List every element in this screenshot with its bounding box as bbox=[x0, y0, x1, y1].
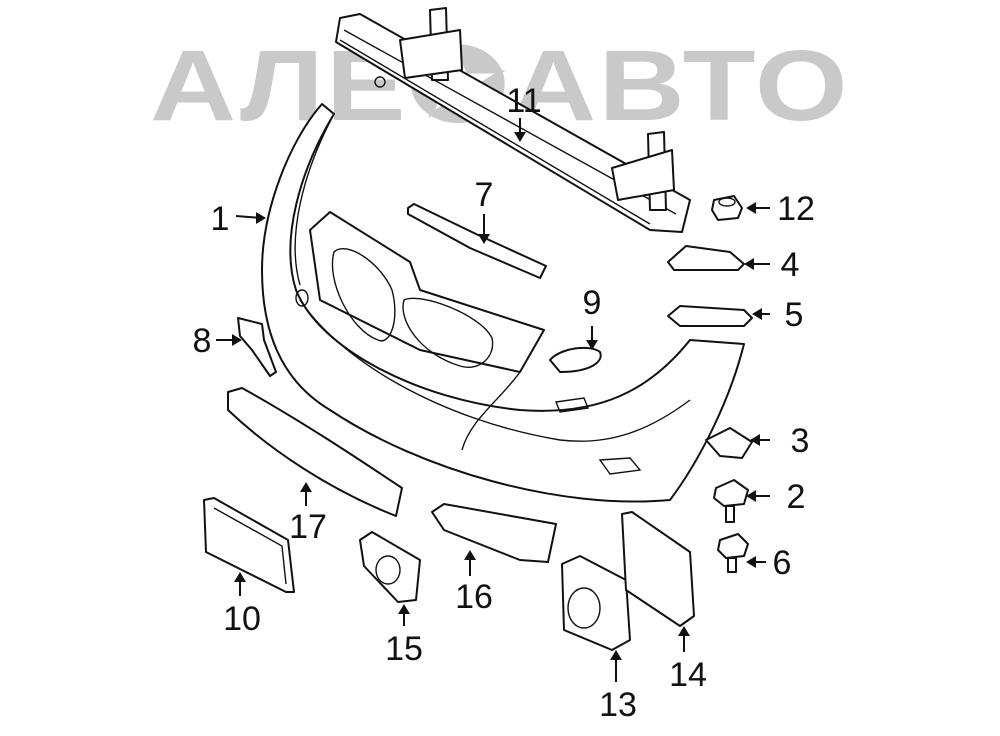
side-bracket bbox=[237, 317, 277, 377]
leader-lines bbox=[216, 118, 770, 682]
license-plate-bracket bbox=[203, 497, 295, 593]
callout-4: 4 bbox=[781, 246, 800, 284]
callout-labels: 1 2 3 4 5 6 7 8 9 10 11 12 13 14 15 16 1… bbox=[193, 82, 815, 724]
reinforcement-bar bbox=[335, 7, 691, 233]
bracket-upper bbox=[667, 245, 745, 271]
center-grille bbox=[227, 387, 403, 517]
callout-9: 9 bbox=[583, 284, 602, 322]
callout-13: 13 bbox=[599, 686, 637, 724]
callout-14: 14 bbox=[669, 656, 707, 694]
callout-6: 6 bbox=[773, 544, 792, 582]
callout-1: 1 bbox=[211, 200, 230, 238]
callout-2: 2 bbox=[787, 478, 806, 516]
nut bbox=[711, 195, 743, 221]
sensor-bracket bbox=[621, 511, 695, 627]
screw bbox=[717, 533, 749, 573]
callout-16: 16 bbox=[455, 578, 493, 616]
bracket-lower bbox=[667, 305, 753, 327]
fog-lamp-bezel bbox=[359, 531, 421, 603]
callout-5: 5 bbox=[785, 296, 804, 334]
washer-cap bbox=[549, 346, 602, 373]
bumper-cover bbox=[261, 103, 745, 503]
callout-7: 7 bbox=[475, 176, 494, 214]
callout-17: 17 bbox=[289, 508, 327, 546]
callout-8: 8 bbox=[193, 322, 212, 360]
seal-strip bbox=[407, 203, 547, 279]
callout-11: 11 bbox=[506, 82, 541, 120]
callout-3: 3 bbox=[791, 422, 810, 460]
callout-15: 15 bbox=[385, 630, 423, 668]
side-grille bbox=[431, 503, 557, 563]
bolt bbox=[713, 479, 749, 523]
clip-nut bbox=[705, 427, 753, 459]
callout-12: 12 bbox=[777, 190, 815, 228]
callout-10: 10 bbox=[223, 600, 261, 638]
sensor-unit bbox=[561, 555, 631, 651]
